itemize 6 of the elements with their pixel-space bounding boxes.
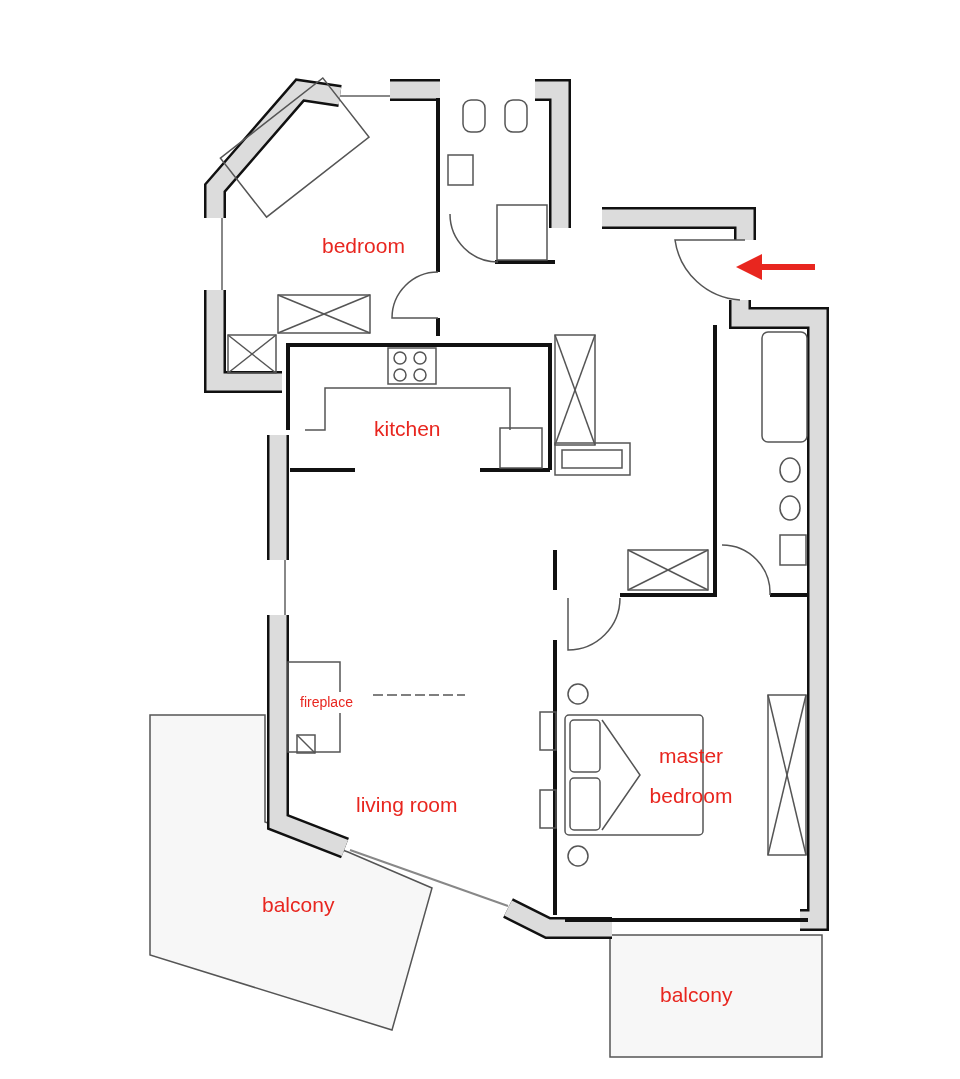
balcony-label: balcony — [262, 892, 336, 918]
room-label: bedroom — [322, 233, 406, 259]
fireplace-label: fireplace — [300, 692, 370, 713]
room-label: kitchen — [374, 416, 442, 442]
balcony-label: balcony — [660, 982, 734, 1008]
room-label: living room — [356, 792, 459, 818]
